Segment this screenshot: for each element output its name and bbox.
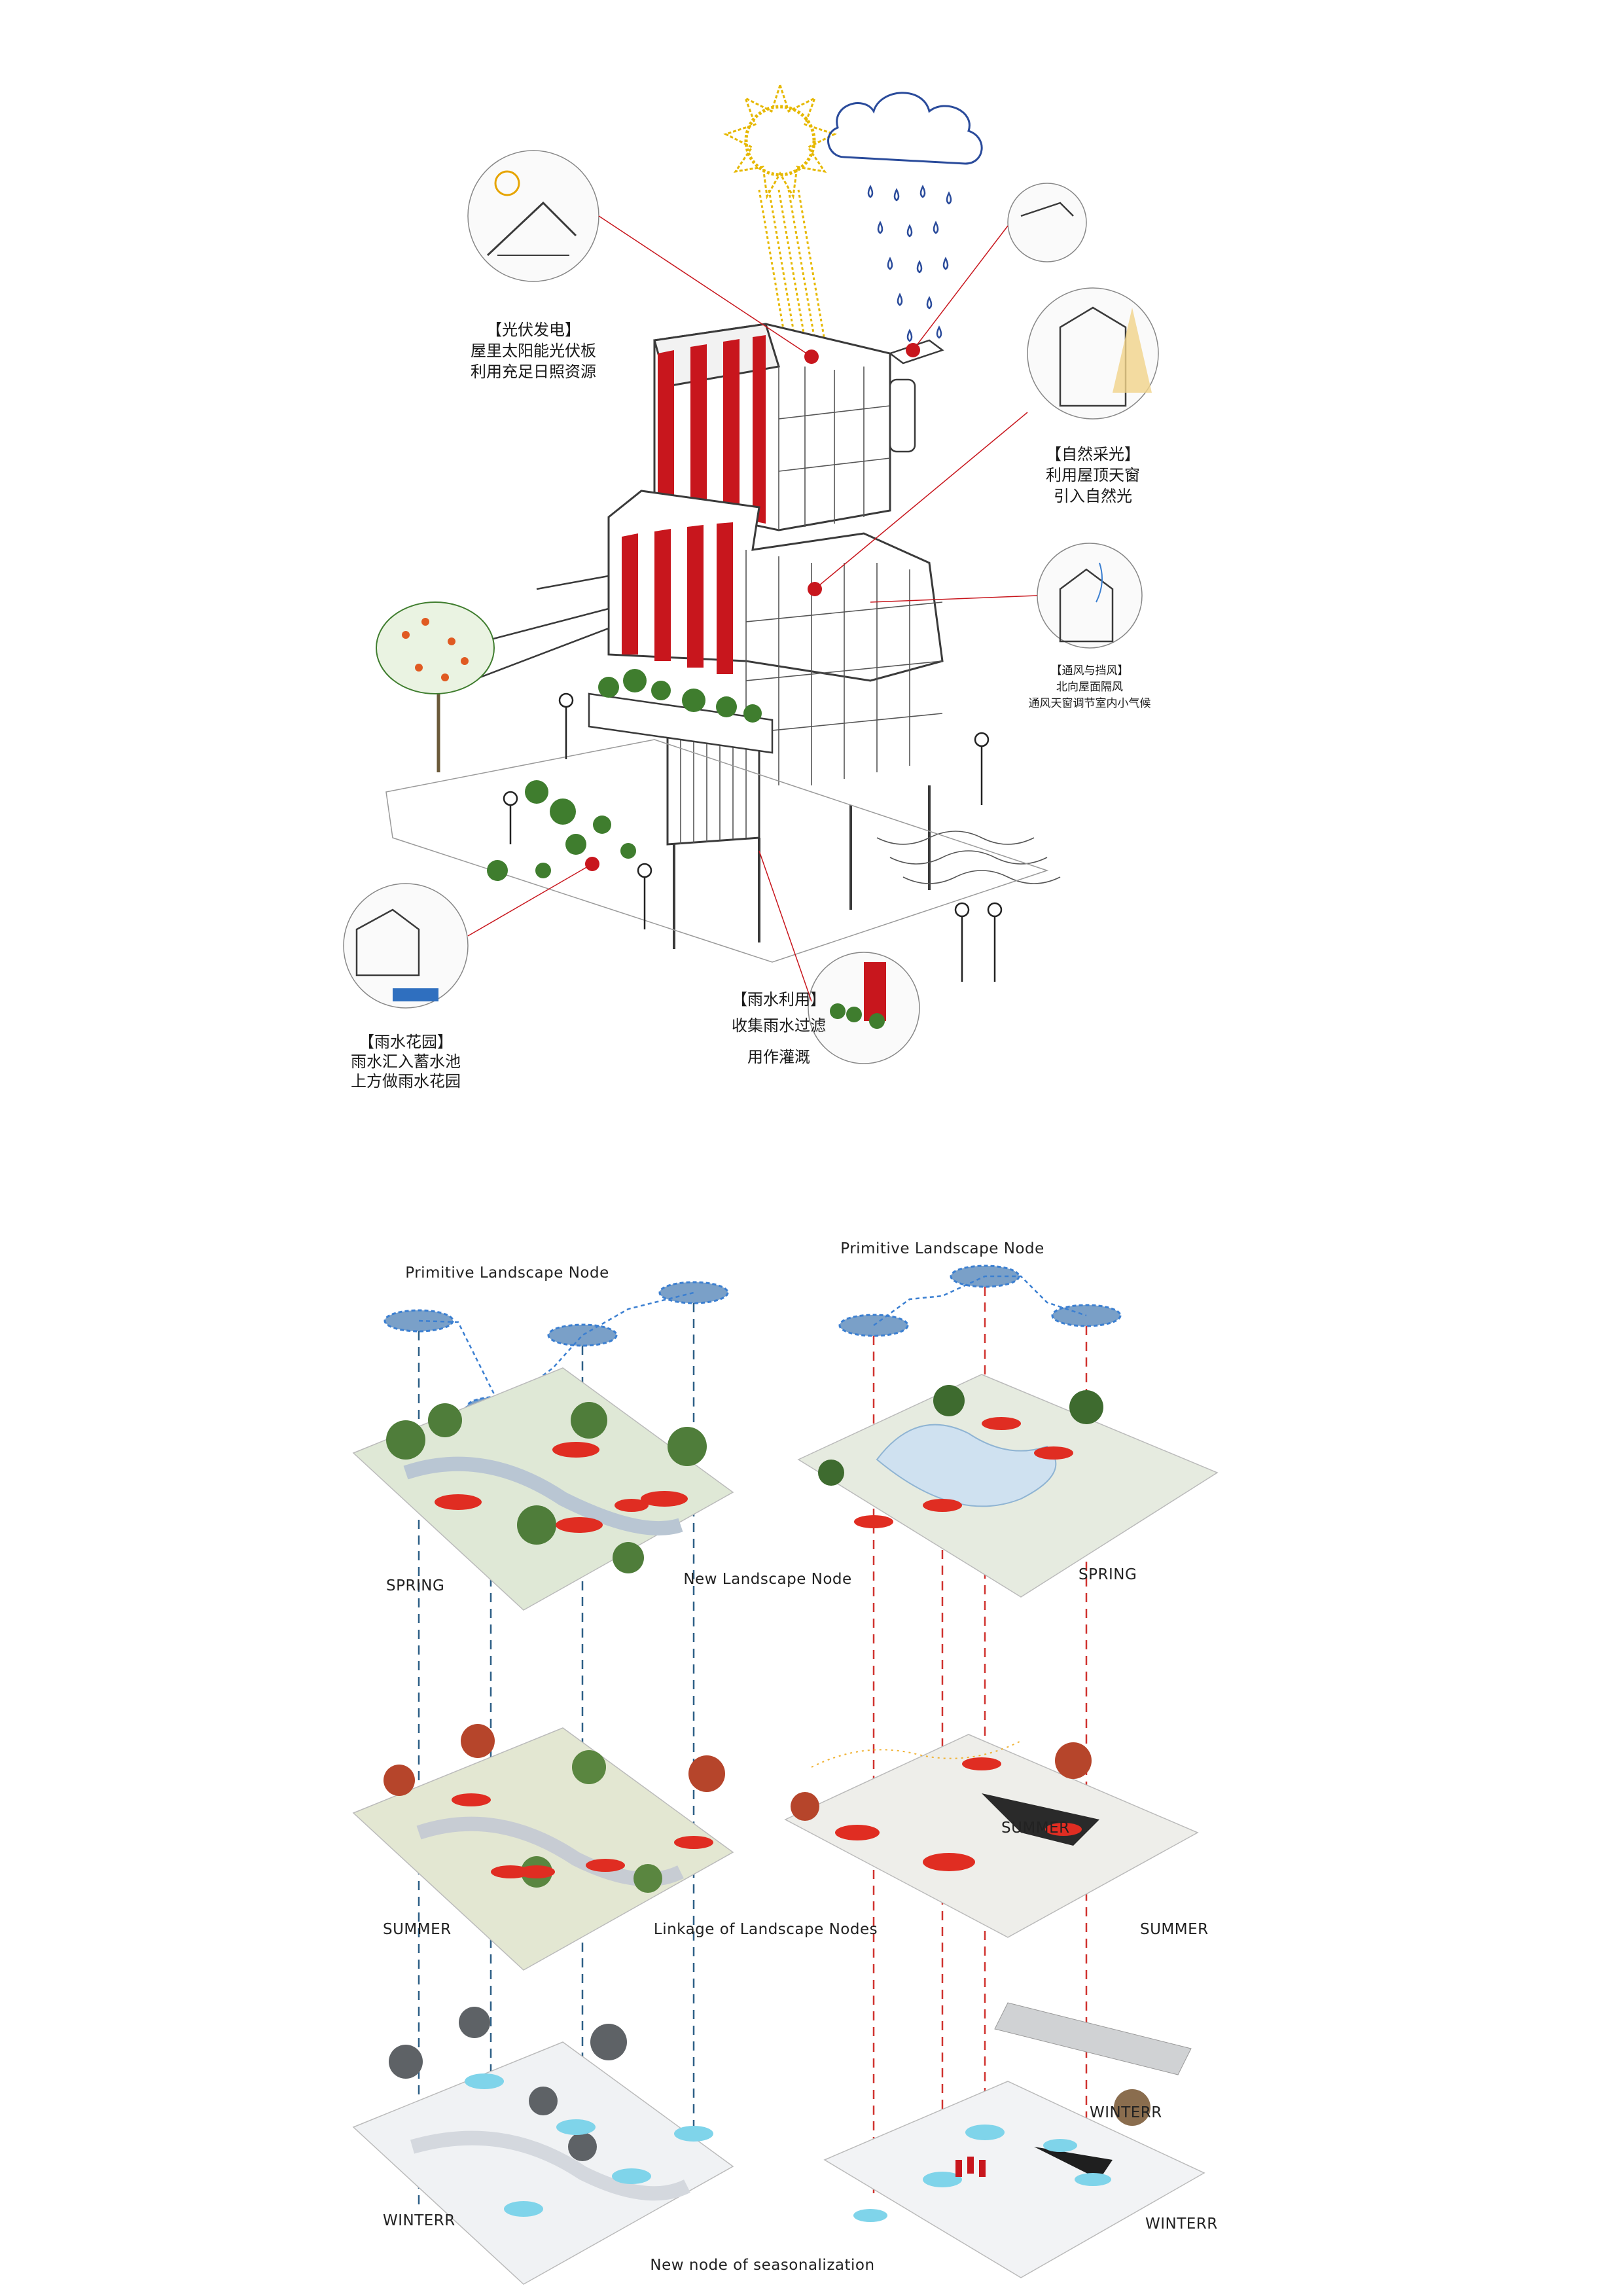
right-primitive-nodes (838, 1265, 1122, 1337)
callout-rain-collector (912, 183, 1087, 351)
label-left-winter: WINTERR (383, 2212, 455, 2229)
plate-left-winter (352, 2007, 734, 2285)
primitive-node-label-right: Primitive Landscape Node (840, 1240, 1044, 1257)
annotation-title: 【雨水花园】 (359, 1033, 453, 1051)
annotation-rain-reuse: 【雨水利用】 收集雨水过滤 用作灌溉 (732, 990, 826, 1066)
seasonal-nodes-section: Primitive Landscape Node Primitive Lands… (352, 1240, 1219, 2285)
callout-rain-reuse (758, 850, 920, 1064)
annotation-title: 【雨水利用】 (732, 990, 826, 1009)
linkage-label: Linkage of Landscape Nodes (654, 1921, 878, 1938)
sun-icon (723, 82, 837, 341)
label-right-summer: SUMMER (1140, 1921, 1209, 1938)
annotation-line: 通风天窗调节室内小气候 (1029, 697, 1151, 710)
callout-solar (467, 150, 812, 357)
annotation-line: 利用屋顶天窗 (1046, 466, 1140, 484)
photovoltaic-facade-upper (658, 335, 766, 524)
stilt-house-building (376, 323, 1061, 982)
annotation-rain-garden: 【雨水花园】 雨水汇入蓄水池 上方做雨水花园 (351, 1033, 461, 1090)
rain-cloud-icon (827, 92, 983, 342)
annotation-ventilation: 【通风与挡风】 北向屋面隔风 通风天窗调节室内小气候 (1029, 664, 1151, 710)
label-right-winter-inner: WINTERR (1090, 2104, 1162, 2121)
label-right-spring: SPRING (1079, 1566, 1137, 1583)
new-node-label: New Landscape Node (683, 1571, 851, 1588)
label-left-spring: SPRING (386, 1577, 444, 1594)
seasonalization-label: New node of seasonalization (650, 2257, 874, 2274)
annotation-line: 雨水汇入蓄水池 (351, 1052, 461, 1071)
callout-ventilation (870, 543, 1143, 649)
annotation-title: 【通风与挡风】 (1051, 664, 1129, 677)
annotation-line: 利用充足日照资源 (471, 363, 596, 381)
annotation-title: 【自然采光】 (1046, 445, 1140, 463)
label-left-summer: SUMMER (383, 1921, 452, 1938)
annotation-line: 引入自然光 (1054, 487, 1132, 505)
plate-right-winter (823, 2002, 1205, 2278)
annotation-line: 屋里太阳能光伏板 (471, 342, 596, 360)
plate-left-summer (352, 1724, 734, 1971)
photovoltaic-facade-lower (622, 522, 733, 674)
annotation-line: 收集雨水过滤 (732, 1016, 826, 1035)
axonometric-section: 【光伏发电】 屋里太阳能光伏板 利用充足日照资源 【自然采光】 利用屋顶天窗 引… (343, 82, 1159, 1090)
annotation-title: 【光伏发电】 (486, 321, 580, 339)
callout-skylight (814, 287, 1159, 590)
annotation-line: 用作灌溉 (747, 1048, 810, 1066)
plate-right-summer (784, 1734, 1199, 1938)
annotation-line: 上方做雨水花园 (351, 1072, 461, 1090)
orange-tree-icon (376, 601, 495, 772)
primitive-node-label-left: Primitive Landscape Node (405, 1265, 609, 1282)
annotation-skylight: 【自然采光】 利用屋顶天窗 引入自然光 (1046, 445, 1140, 505)
label-right-winter: WINTERR (1145, 2215, 1218, 2233)
annotation-line: 北向屋面隔风 (1056, 681, 1123, 694)
left-primitive-nodes (383, 1281, 729, 1419)
plate-right-spring (797, 1374, 1219, 1598)
annotation-solar: 【光伏发电】 屋里太阳能光伏板 利用充足日照资源 (471, 321, 596, 381)
callout-rain-garden (343, 863, 593, 1009)
plate-left-spring (352, 1367, 734, 1611)
label-right-summer-inner: SUMMER (1001, 1820, 1070, 1837)
